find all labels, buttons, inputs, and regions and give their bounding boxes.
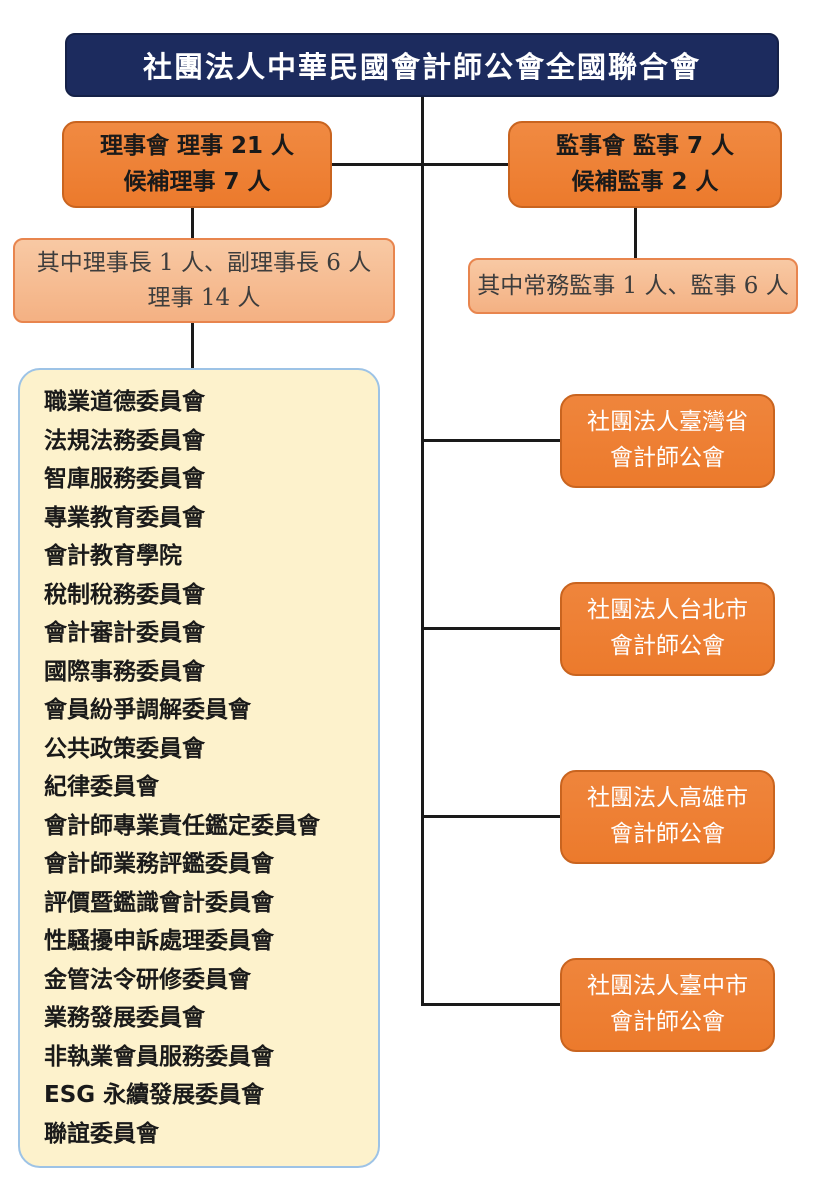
federation-title: 社團法人中華民國會計師公會全國聯合會	[142, 50, 701, 84]
committee-item: 專業教育委員會	[44, 504, 205, 531]
connector-branch-taichung	[421, 1003, 560, 1006]
regional-association-taichung: 社團法人臺中市 會計師公會	[560, 958, 775, 1052]
alternate-supervisors-line: 候補監事 2 人	[571, 168, 719, 195]
federation-title-banner: 社團法人中華民國會計師公會全國聯合會	[65, 33, 779, 97]
supervisors-count-line: 監事會 監事 7 人	[555, 132, 735, 159]
connector-detail-to-committees	[191, 323, 194, 368]
directors-detail-line1: 其中理事長 1 人、副理事長 6 人	[36, 250, 372, 276]
regional-association-kaohsiung: 社團法人高雄市 會計師公會	[560, 770, 775, 864]
connector-branch-taiwan-province	[421, 439, 560, 442]
connector-directors-to-detail	[191, 208, 194, 238]
directors-detail-line2: 理事 14 人	[147, 284, 261, 311]
regional-line2: 會計師公會	[610, 821, 725, 847]
connector-central-vertical	[421, 97, 424, 1006]
committee-item: 業務發展委員會	[44, 1005, 205, 1031]
committee-item: 智庫服務委員會	[44, 466, 205, 492]
committee-item: 職業道德委員會	[44, 389, 205, 415]
connector-branch-kaohsiung	[421, 815, 560, 818]
regional-line2: 會計師公會	[610, 445, 725, 471]
board-of-supervisors-box: 監事會 監事 7 人 候補監事 2 人	[508, 121, 782, 208]
committees-panel: 職業道德委員會法規法務委員會智庫服務委員會專業教育委員會會計教育學院稅制稅務委員…	[18, 368, 380, 1168]
committee-item: 會計師業務評鑑委員會	[44, 851, 274, 877]
board-of-directors-box: 理事會 理事 21 人 候補理事 7 人	[62, 121, 332, 208]
connector-supervisors-to-detail	[634, 208, 637, 258]
regional-association-taipei: 社團法人台北市 會計師公會	[560, 582, 775, 676]
regional-line1: 社團法人臺中市	[587, 973, 748, 1000]
regional-line1: 社團法人台北市	[587, 597, 748, 624]
committee-item: 會計師專業責任鑑定委員會	[44, 812, 320, 839]
regional-association-taiwan-province: 社團法人臺灣省 會計師公會	[560, 394, 775, 488]
committee-item: 紀律委員會	[44, 774, 159, 800]
committee-item: 會員紛爭調解委員會	[44, 697, 251, 723]
committee-item: 國際事務委員會	[44, 658, 205, 685]
supervisors-detail-box: 其中常務監事 1 人、監事 6 人	[468, 258, 798, 314]
supervisors-detail-line: 其中常務監事 1 人、監事 6 人	[477, 272, 789, 299]
committee-item: 公共政策委員會	[44, 735, 205, 762]
committee-item: 會計教育學院	[44, 543, 182, 569]
connector-boards-horizontal	[332, 163, 510, 166]
committee-item: 聯誼委員會	[44, 1120, 159, 1147]
directors-detail-box: 其中理事長 1 人、副理事長 6 人 理事 14 人	[13, 238, 395, 323]
regional-line2: 會計師公會	[610, 1009, 725, 1035]
committee-item: 稅制稅務委員會	[44, 581, 205, 608]
alternate-directors-line: 候補理事 7 人	[123, 168, 271, 195]
committee-item: 會計審計委員會	[44, 620, 205, 646]
committee-item: 金管法令研修委員會	[44, 966, 251, 993]
committee-item: ESG 永續發展委員會	[44, 1082, 265, 1108]
regional-line1: 社團法人臺灣省	[587, 409, 748, 436]
committee-item: 非執業會員服務委員會	[44, 1043, 274, 1070]
connector-branch-taipei	[421, 627, 560, 630]
committee-item: 評價暨鑑識會計委員會	[44, 889, 274, 916]
directors-count-line: 理事會 理事 21 人	[99, 132, 295, 159]
committee-item: 性騷擾申訴處理委員會	[44, 928, 274, 954]
regional-line2: 會計師公會	[610, 633, 725, 659]
regional-line1: 社團法人高雄市	[587, 785, 748, 812]
committee-item: 法規法務委員會	[44, 427, 205, 454]
